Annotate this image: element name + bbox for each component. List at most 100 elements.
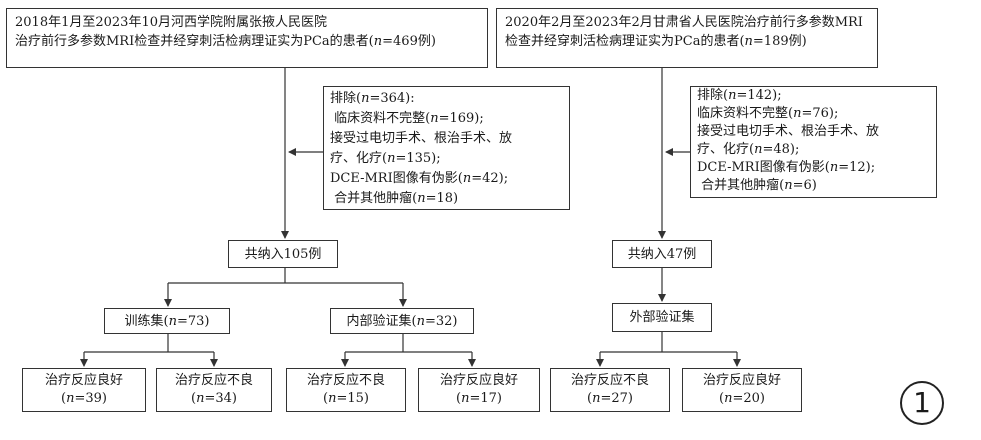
exclusion-item-text: DCE-MRI图像有伪影( xyxy=(330,171,463,186)
internal-validation-count: =32) xyxy=(424,313,458,329)
source-count: =189例) xyxy=(752,34,807,49)
exclusion-box-left: 排除(n=364): 临床资料不完整(n=169); 接受过电切手术、根治手术、… xyxy=(323,86,570,210)
exclusion-item-text: 临床资料不完整( xyxy=(334,111,431,126)
leaf-count-open: ( xyxy=(323,391,329,406)
exclusion-item-count: =76); xyxy=(801,106,839,121)
n-symbol: n xyxy=(754,142,763,157)
exclusion-item-text: 接受过电切手术、根治手术、放 xyxy=(697,124,880,139)
exclusion-total: =364): xyxy=(369,91,415,106)
n-symbol: n xyxy=(724,391,733,406)
exclusion-item: 合并其他肿瘤(n=18) xyxy=(330,189,563,209)
leaf-box-train-good: 治疗反应良好 (n=39) xyxy=(22,368,146,412)
exclusion-item: 疗、化疗(n=48); xyxy=(697,141,930,159)
leaf-count: (n=34) xyxy=(191,390,237,408)
exclusion-header: 排除(n=142); xyxy=(697,87,930,105)
leaf-box-internal-poor: 治疗反应不良 (n=15) xyxy=(286,368,406,412)
exclusion-item-text: 临床资料不完整( xyxy=(697,106,794,121)
exclusion-header-text: 排除( xyxy=(697,88,729,103)
leaf-label: 治疗反应不良 xyxy=(306,373,385,388)
exclusion-item: DCE-MRI图像有伪影(n=42); xyxy=(330,169,563,189)
figure-number-badge: 1 xyxy=(900,381,944,425)
exclusion-item-text: 疗、化疗( xyxy=(697,142,755,157)
n-symbol: n xyxy=(744,34,753,49)
source-count: =469例) xyxy=(382,34,436,49)
n-symbol: n xyxy=(373,34,383,49)
exclusion-item-text: 合并其他肿瘤( xyxy=(701,178,785,193)
source-box-gansu: 2020年2月至2023年2月甘肃省人民医院治疗前行多参数MRI 检查并经穿刺活… xyxy=(496,8,878,68)
n-symbol: n xyxy=(168,313,177,329)
source-box-zhangye: 2018年1月至2023年10月河西学院附属张掖人民医院 治疗前行多参数MRI检… xyxy=(6,8,488,68)
n-symbol: n xyxy=(387,151,396,166)
n-symbol: n xyxy=(328,391,337,406)
n-symbol: n xyxy=(196,391,205,406)
leaf-count-open: ( xyxy=(587,391,593,406)
exclusion-item: 临床资料不完整(n=169); xyxy=(330,109,563,129)
exclusion-item: 接受过电切手术、根治手术、放 xyxy=(330,129,563,149)
source-line-2-text: 检查并经穿刺活检病理证实为PCa的患者( xyxy=(505,34,745,49)
n-symbol: n xyxy=(462,171,472,186)
exclusion-item-count: =12); xyxy=(838,160,876,175)
external-validation-box: 外部验证集 xyxy=(612,303,712,332)
leaf-count-value: =34) xyxy=(204,391,237,406)
external-validation-label: 外部验证集 xyxy=(629,310,695,325)
exclusion-item: 疗、化疗(n=135); xyxy=(330,149,563,169)
leaf-box-internal-good: 治疗反应良好 (n=17) xyxy=(418,368,540,412)
n-symbol: n xyxy=(793,106,802,121)
internal-validation-text: 内部验证集( xyxy=(346,313,417,329)
exclusion-item: 临床资料不完整(n=76); xyxy=(697,105,930,123)
leaf-count: (n=27) xyxy=(587,390,633,408)
leaf-count-value: =20) xyxy=(732,391,765,406)
leaf-label: 治疗反应良好 xyxy=(439,373,518,388)
exclusion-item-text: 合并其他肿瘤( xyxy=(334,191,418,206)
source-line-2-text: 治疗前行多参数MRI检查并经穿刺活检病理证实为PCa的患者( xyxy=(15,34,374,49)
source-line-1: 2018年1月至2023年10月河西学院附属张掖人民医院 xyxy=(15,15,327,30)
exclusion-item: DCE-MRI图像有伪影(n=12); xyxy=(697,159,930,177)
exclusion-item-text: DCE-MRI图像有伪影( xyxy=(697,160,830,175)
leaf-box-external-good: 治疗反应良好 (n=20) xyxy=(682,368,802,412)
leaf-count-open: ( xyxy=(456,391,462,406)
n-symbol: n xyxy=(829,160,839,175)
internal-validation-box: 内部验证集(n=32) xyxy=(330,308,474,334)
n-symbol: n xyxy=(361,91,370,106)
exclusion-item-count: =18) xyxy=(425,191,459,206)
leaf-count: (n=39) xyxy=(61,390,107,408)
exclusion-item-count: =42); xyxy=(471,171,509,186)
exclusion-item: 接受过电切手术、根治手术、放 xyxy=(697,123,930,141)
n-symbol: n xyxy=(416,313,425,329)
n-symbol: n xyxy=(784,178,793,193)
source-line-2: 治疗前行多参数MRI检查并经穿刺活检病理证实为PCa的患者(n=469例) xyxy=(15,32,479,51)
leaf-count-value: =17) xyxy=(469,391,502,406)
included-box-right: 共纳入47例 xyxy=(612,240,712,268)
leaf-label: 治疗反应良好 xyxy=(702,373,781,388)
exclusion-item-count: =169); xyxy=(438,111,484,126)
n-symbol: n xyxy=(461,391,470,406)
leaf-count-open: ( xyxy=(719,391,725,406)
leaf-box-train-poor: 治疗反应不良 (n=34) xyxy=(156,368,272,412)
training-set-text: 训练集( xyxy=(124,313,169,329)
exclusion-box-right: 排除(n=142); 临床资料不完整(n=76); 接受过电切手术、根治手术、放… xyxy=(690,86,937,198)
exclusion-item-count: =6) xyxy=(792,178,817,193)
training-set-count: =73) xyxy=(176,313,210,329)
exclusion-total: =142); xyxy=(736,88,782,103)
leaf-box-external-poor: 治疗反应不良 (n=27) xyxy=(550,368,670,412)
leaf-label: 治疗反应良好 xyxy=(44,373,123,388)
leaf-count: (n=15) xyxy=(323,390,369,408)
leaf-label: 治疗反应不良 xyxy=(570,373,649,388)
leaf-count: (n=20) xyxy=(719,390,765,408)
exclusion-item-count: =48); xyxy=(762,142,800,157)
leaf-count-value: =27) xyxy=(600,391,633,406)
leaf-count-open: ( xyxy=(191,391,197,406)
leaf-label: 治疗反应不良 xyxy=(174,373,253,388)
internal-validation-label: 内部验证集(n=32) xyxy=(347,312,458,331)
n-symbol: n xyxy=(417,191,426,206)
exclusion-item: 合并其他肿瘤(n=6) xyxy=(697,177,930,195)
exclusion-header-text: 排除( xyxy=(330,91,362,106)
source-line-1: 2020年2月至2023年2月甘肃省人民医院治疗前行多参数MRI xyxy=(505,15,863,30)
n-symbol: n xyxy=(592,391,601,406)
included-right-label: 共纳入47例 xyxy=(627,246,697,262)
included-box-left: 共纳入105例 xyxy=(228,240,338,268)
exclusion-item-text: 接受过电切手术、根治手术、放 xyxy=(330,131,513,146)
source-line-2: 检查并经穿刺活检病理证实为PCa的患者(n=189例) xyxy=(505,32,869,51)
